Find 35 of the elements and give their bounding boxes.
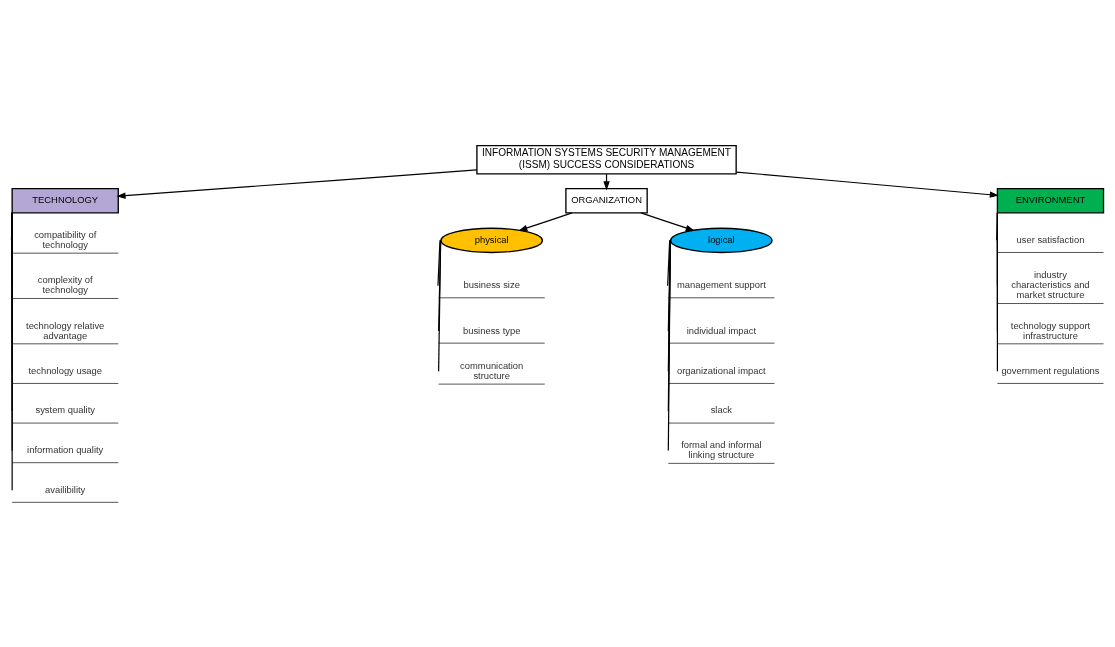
node-text: business size: [463, 278, 520, 290]
connector: [438, 239, 442, 372]
node-text: system quality: [35, 403, 95, 415]
node-text: communication structure: [460, 359, 524, 381]
node-text: technology support infrastructure: [1010, 319, 1091, 341]
node-text: availibility: [45, 483, 86, 495]
node-text: management support: [677, 278, 766, 290]
node-ellipse: logical: [670, 227, 773, 253]
connector: [667, 239, 671, 286]
arrow: [518, 211, 573, 231]
arrow: [640, 211, 695, 231]
node-text: industry characteristics and market structure: [1011, 268, 1090, 300]
node-box: ORGANIZATION: [565, 187, 648, 213]
node-text: slack: [710, 403, 733, 415]
node-text: technology usage: [28, 364, 103, 376]
node-box: ENVIRONMENT: [996, 187, 1105, 213]
node-text: business type: [462, 324, 521, 336]
connector: [437, 239, 441, 286]
node-text: information quality: [27, 443, 104, 455]
connector: [667, 239, 671, 451]
node-text: government regulations: [1001, 364, 1100, 376]
node-text: complexity of technology: [37, 273, 93, 295]
node-text: user satisfaction: [1016, 233, 1085, 245]
arrow: [116, 168, 478, 199]
node-text: technology relative advantage: [26, 319, 105, 341]
node-text: individual impact: [686, 324, 757, 336]
connector: [996, 211, 998, 372]
connector: [438, 239, 442, 332]
node-text: compatibility of technology: [34, 228, 97, 250]
node-box: INFORMATION SYSTEMS SECURITY MANAGEMENT (ISSM) SUCCESS CONSIDERATIONS: [476, 144, 737, 175]
node-ellipse: physical: [440, 227, 544, 253]
arrow: [735, 170, 999, 198]
node-box: TECHNOLOGY: [11, 187, 119, 213]
node-text: organizational impact: [677, 364, 766, 376]
node-text: formal and informal linking structure: [681, 438, 762, 460]
